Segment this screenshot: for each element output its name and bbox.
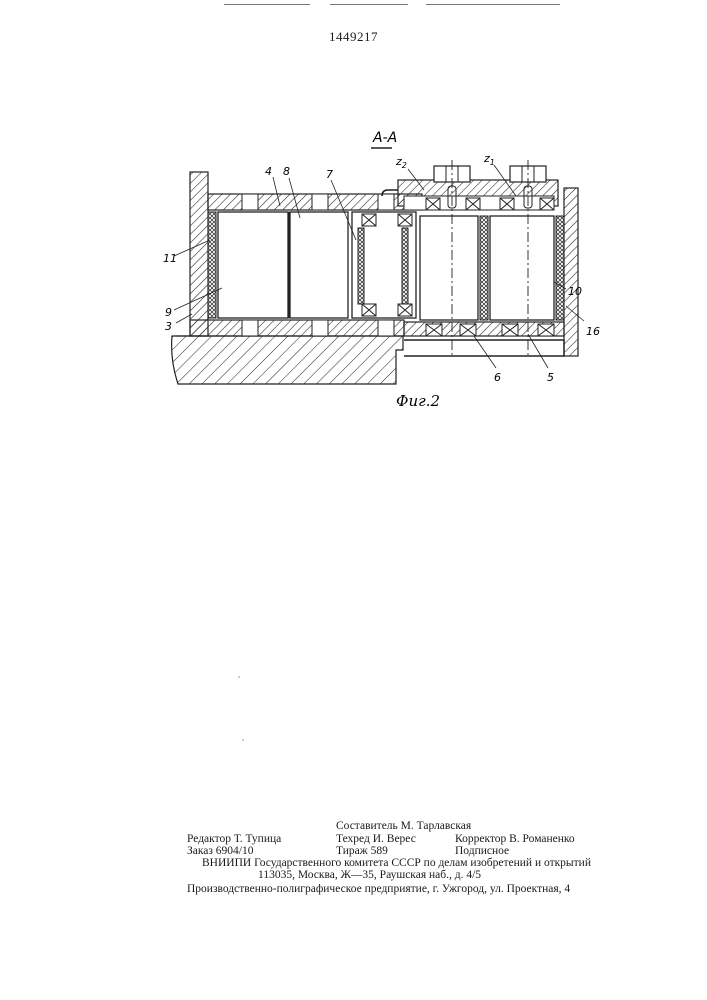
bottom-plate — [190, 320, 404, 336]
left-liner — [208, 212, 216, 318]
label-6: 6 — [494, 371, 501, 384]
label-z1: z1 — [483, 152, 495, 167]
label-10: 10 — [568, 285, 582, 298]
bottom-opening-3 — [378, 320, 394, 336]
bottom-opening-1 — [242, 320, 258, 336]
roller-6-liner — [480, 216, 488, 320]
left-housing-wall — [190, 172, 208, 336]
label-5: 5 — [547, 371, 554, 384]
order-line: Заказ 6904/10 — [187, 846, 254, 858]
roller-7-liner-right — [402, 228, 408, 304]
section-label: А-А — [372, 130, 397, 146]
top-opening-1 — [242, 194, 258, 210]
compiler-line: Составитель М. Тарлавская — [336, 821, 471, 833]
editor-line: Редактор Т. Тупица — [187, 834, 281, 846]
lower-tray — [404, 340, 564, 356]
institute-line: ВНИИПИ Государственного комитета СССР по… — [202, 858, 591, 870]
label-7: 7 — [326, 168, 333, 181]
circulation-line: Тираж 589 — [336, 846, 388, 858]
roller-left — [218, 212, 288, 318]
corrector-line: Корректор В. Романенко — [455, 834, 575, 846]
label-8: 8 — [283, 165, 290, 178]
printer-line: Производственно-полиграфическое предприя… — [187, 884, 570, 896]
label-3: 3 — [165, 320, 172, 333]
label-16: 16 — [586, 325, 600, 338]
label-11: 11 — [163, 252, 177, 265]
right-housing-wall — [564, 188, 578, 356]
techred-line: Техред И. Верес — [336, 834, 416, 846]
section-drawing: А-А — [0, 0, 707, 420]
top-opening-3 — [378, 194, 394, 210]
roller-5 — [490, 216, 554, 320]
address-line: 113035, Москва, Ж—35, Раушская наб., д. … — [258, 870, 481, 882]
subscription-line: Подписное — [455, 846, 509, 858]
label-9: 9 — [165, 306, 172, 319]
scan-speck-1 — [238, 676, 240, 678]
bottom-opening-2 — [312, 320, 328, 336]
foundation-block — [172, 336, 403, 384]
right-liner — [556, 216, 564, 320]
roller-6 — [420, 216, 478, 320]
roller-middle — [290, 212, 348, 318]
top-opening-2 — [312, 194, 328, 210]
label-z2: z2 — [395, 155, 407, 170]
scan-speck-2 — [242, 739, 244, 741]
roller-7-liner-left — [358, 228, 364, 304]
label-4: 4 — [265, 165, 272, 178]
figure-caption: Фиг.2 — [396, 392, 440, 410]
